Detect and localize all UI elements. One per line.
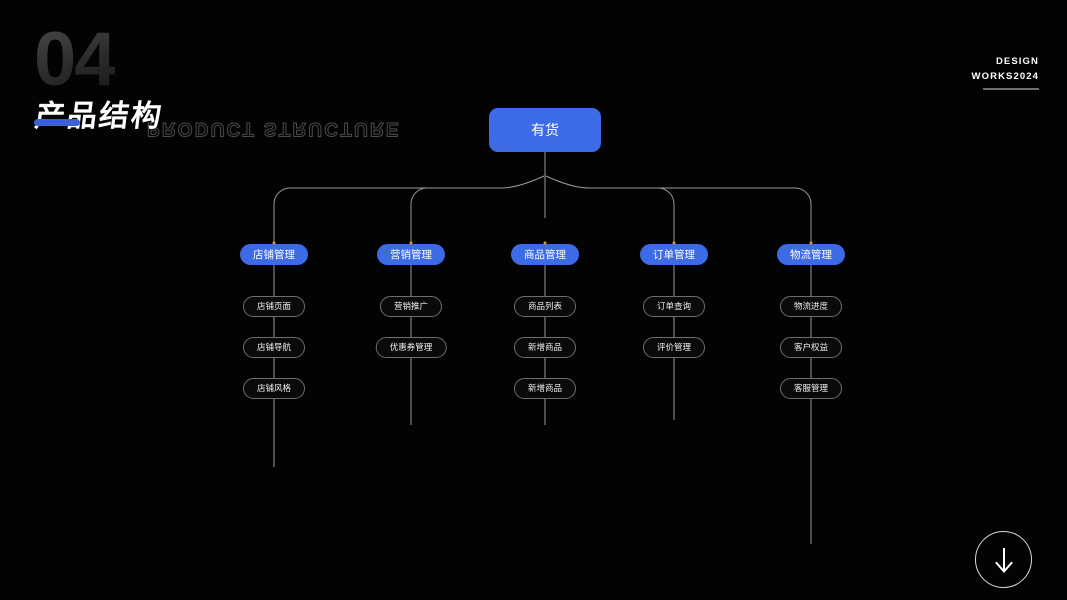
tree-node-root-label: 有货 — [531, 123, 559, 139]
tree-node-leaf-3-2-label: 新增商品 — [527, 343, 563, 353]
tree-node-branch-3-label: 商品管理 — [524, 248, 566, 261]
tree-node-leaf-4-2-label: 评价管理 — [656, 343, 692, 353]
tree-node-leaf-2-1-label: 营销推广 — [393, 302, 429, 312]
tree-node-branch-1-label: 店铺管理 — [253, 248, 295, 261]
tree-node-leaf-3-1[interactable]: 商品列表 — [513, 295, 577, 317]
tree-node-leaf-1-3[interactable]: 店铺风格 — [242, 377, 306, 399]
tree-node-leaf-4-2[interactable]: 评价管理 — [642, 336, 706, 358]
tree-node-leaf-5-3[interactable]: 客服管理 — [779, 377, 843, 399]
arrow-down-icon — [994, 547, 1013, 573]
tree-node-leaf-1-1-label: 店铺页面 — [256, 302, 292, 312]
brand-line-2: WORKS2024 — [971, 71, 1039, 82]
tree-node-branch-2[interactable]: 营销管理 — [377, 243, 445, 265]
connector-joint — [672, 241, 676, 245]
tree-node-branch-2-label: 营销管理 — [390, 248, 432, 261]
title-accent-bar — [34, 119, 80, 126]
tree-node-leaf-5-1[interactable]: 物流进度 — [779, 295, 843, 317]
tree-node-leaf-3-3[interactable]: 新增商品 — [513, 377, 577, 399]
tree-node-leaf-1-2-label: 店铺导航 — [256, 343, 292, 353]
brand-divider — [983, 88, 1039, 90]
tree-node-branch-5-label: 物流管理 — [790, 248, 832, 261]
brand-line-1: DESIGN — [995, 56, 1039, 67]
connector-joint — [809, 241, 813, 245]
tree-node-branch-3[interactable]: 商品管理 — [511, 243, 579, 265]
scroll-down-button[interactable] — [975, 531, 1032, 588]
tree-node-leaf-5-2[interactable]: 客户权益 — [779, 336, 843, 358]
tree-node-leaf-3-1-label: 商品列表 — [527, 302, 563, 312]
tree-node-branch-1[interactable]: 店铺管理 — [240, 243, 308, 265]
tree-node-leaf-1-1[interactable]: 店铺页面 — [242, 295, 306, 317]
tree-node-leaf-3-3-label: 新增商品 — [527, 384, 563, 394]
connector-joint — [272, 241, 276, 245]
tree-node-root[interactable]: 有货 — [489, 108, 601, 152]
tree-node-leaf-1-3-label: 店铺风格 — [256, 384, 292, 394]
tree-node-branch-4-label: 订单管理 — [653, 248, 695, 261]
tree-node-leaf-3-2[interactable]: 新增商品 — [513, 336, 577, 358]
tree-node-leaf-1-2[interactable]: 店铺导航 — [242, 336, 306, 358]
tree-node-leaf-2-2-label: 优惠券管理 — [389, 343, 433, 353]
tree-node-branch-5[interactable]: 物流管理 — [777, 243, 845, 265]
tree-node-leaf-4-1[interactable]: 订单查询 — [642, 295, 706, 317]
slide-header: 04 PRODUCT STRUCTURE 产品结构 — [33, 22, 454, 140]
tree-node-leaf-2-1[interactable]: 营销推广 — [379, 295, 443, 317]
section-number: 04 — [34, 17, 117, 102]
connector-joint — [543, 241, 547, 245]
tree-node-leaf-2-2[interactable]: 优惠券管理 — [375, 336, 447, 358]
brand-mark: DESIGN WORKS2024 — [972, 54, 1039, 90]
tree-node-leaf-5-3-label: 客服管理 — [793, 384, 829, 394]
tree-node-leaf-4-1-label: 订单查询 — [656, 302, 692, 312]
tree-node-branch-4[interactable]: 订单管理 — [640, 243, 708, 265]
tree-node-leaf-5-2-label: 客户权益 — [793, 343, 829, 353]
tree-node-leaf-5-1-label: 物流进度 — [793, 302, 829, 312]
connector-joint — [409, 241, 413, 245]
